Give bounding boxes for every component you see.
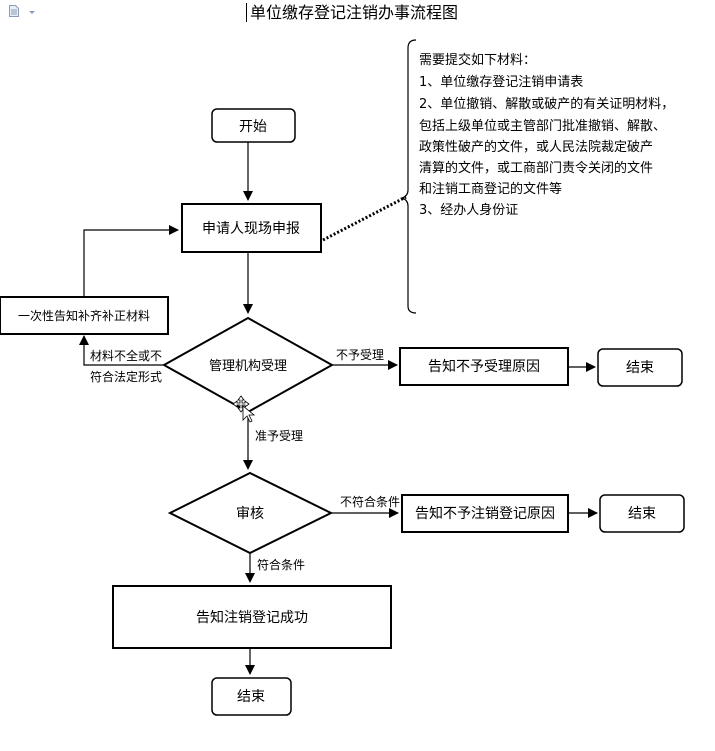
end1-label: 结束 — [626, 360, 654, 376]
notify-supplement-label: 一次性告知补齐补正材料 — [18, 308, 150, 323]
notify-supplement-node — [0, 296, 169, 335]
document-icon[interactable] — [9, 5, 19, 17]
materials-line: 清算的文件，或工商部门责令关闭的文件 — [419, 160, 653, 176]
materials-brace — [400, 39, 417, 314]
edge-label-accepted: 准予受理 — [255, 429, 303, 443]
accept-label: 管理机构受理 — [209, 359, 287, 374]
end1-node — [597, 348, 683, 387]
page-title: 单位缴存登记注销办事流程图 — [250, 3, 458, 22]
end2-node — [599, 494, 685, 533]
materials-line: 政策性破产的文件，或人民法院裁定破产 — [419, 139, 653, 155]
materials-line: 1、单位缴存登记注销申请表 — [419, 75, 583, 90]
edge-label-incomplete: 材料不全或不 — [90, 348, 162, 363]
start-node — [211, 108, 296, 143]
end2-label: 结束 — [628, 506, 656, 522]
dropdown-arrow-icon[interactable] — [29, 11, 35, 14]
deny-reason-node — [401, 494, 569, 533]
success-node — [112, 585, 392, 649]
edge-label-qualified: 符合条件 — [257, 557, 305, 572]
review-label: 审核 — [236, 506, 264, 522]
edge-notify-apply — [83, 225, 179, 297]
edge-accept-notify — [79, 335, 164, 366]
end3-node — [211, 677, 292, 716]
start-label: 开始 — [239, 119, 267, 135]
end3-label: 结束 — [237, 689, 265, 705]
edge-label-not-accepted: 不予受理 — [336, 348, 384, 362]
edge-label-not-qualified: 不符合条件 — [340, 494, 400, 509]
reject-reason-label: 告知不予受理原因 — [428, 358, 540, 375]
move-cursor-icon — [232, 395, 256, 423]
materials-connector — [322, 195, 407, 242]
materials-line: 2、单位撤销、解散或破产的有关证明材料， — [419, 96, 674, 112]
materials-line: 3、经办人身份证 — [419, 202, 518, 218]
reject-reason-node — [399, 347, 569, 386]
materials-line: 包括上级单位或主管部门批准撤销、解散、 — [419, 118, 666, 134]
materials-line: 和注销工商登记的文件等 — [419, 181, 562, 197]
text-cursor — [246, 3, 247, 22]
apply-node — [181, 203, 322, 253]
deny-reason-label: 告知不予注销登记原因 — [415, 505, 555, 522]
success-label: 告知注销登记成功 — [196, 609, 308, 626]
edge-label-incomplete: 符合法定形式 — [90, 369, 162, 384]
apply-label: 申请人现场申报 — [202, 221, 300, 237]
materials-heading: 需要提交如下材料： — [419, 52, 536, 68]
